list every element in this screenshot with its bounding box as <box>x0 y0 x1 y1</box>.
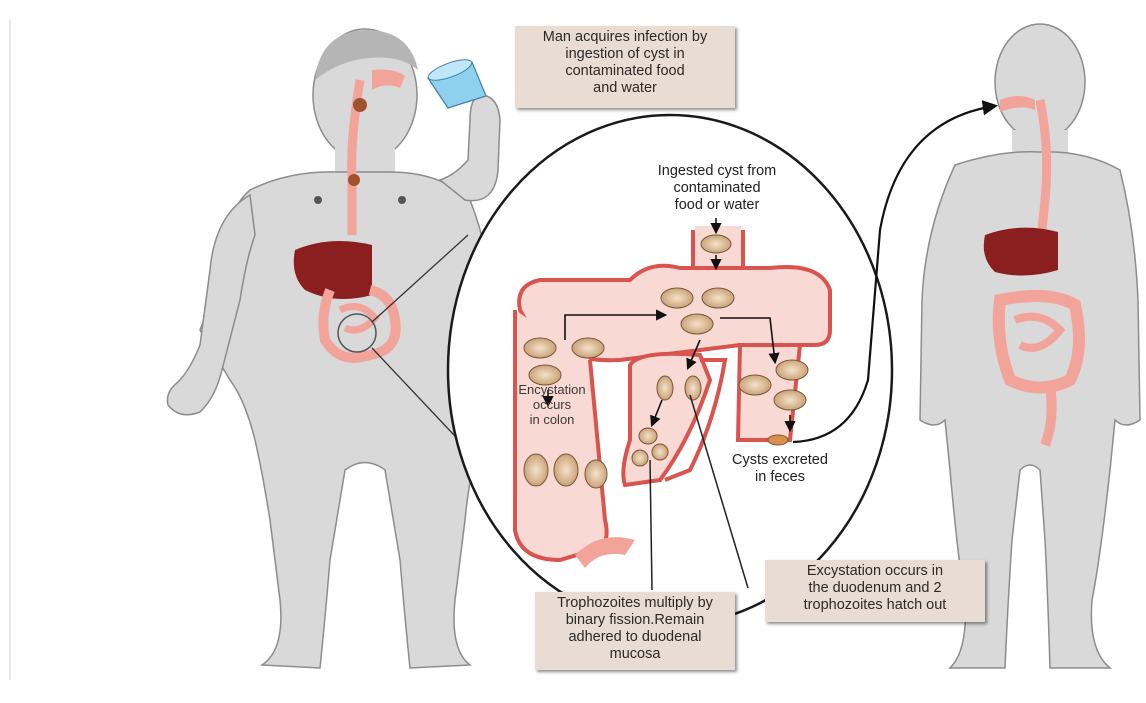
ingested-cyst-label: Ingested cyst from contaminated food or … <box>622 163 812 214</box>
excystation-callout: Excystation occurs in the duodenum and 2… <box>765 560 985 622</box>
cysts-excreted-label: Cysts excreted in feces <box>705 452 855 486</box>
infection-callout: Man acquires infection by ingestion of c… <box>515 26 735 108</box>
encystation-label: Encystation occurs in colon <box>512 382 592 427</box>
trophozoites-callout: Trophozoites multiply by binary fission.… <box>535 592 735 670</box>
